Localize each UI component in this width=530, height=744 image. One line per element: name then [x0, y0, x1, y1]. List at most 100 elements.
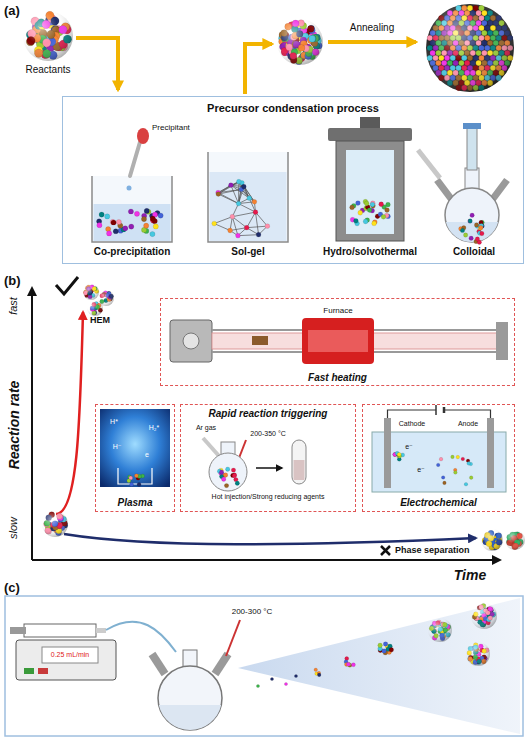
axis-title: Reaction rate	[7, 381, 22, 470]
sphere-shading	[42, 511, 68, 537]
particle-cluster	[459, 213, 485, 244]
part-label: Reactants	[25, 65, 70, 76]
particle	[353, 218, 358, 223]
particle	[478, 226, 482, 230]
flow-arrow	[328, 40, 416, 44]
particle	[265, 224, 270, 229]
dropper-bulb	[137, 128, 149, 144]
particle-cluster	[481, 529, 503, 551]
sample-boat	[252, 336, 268, 345]
particle-cluster	[42, 511, 68, 537]
particle	[113, 229, 118, 234]
method-label: Sol-gel	[231, 247, 264, 258]
thermometer	[226, 620, 240, 656]
gel-link	[242, 183, 254, 202]
particle	[224, 483, 228, 487]
particle	[383, 642, 388, 647]
method-label: Hydro/solvothermal	[323, 247, 417, 258]
solution	[94, 204, 171, 241]
gel-link	[247, 212, 256, 228]
particle	[236, 179, 241, 184]
particle	[363, 219, 368, 224]
box-title: Electrochemical	[400, 497, 477, 508]
particle-cluster	[471, 603, 497, 629]
particle-cluster	[428, 618, 452, 642]
particle	[150, 216, 155, 221]
temperature-label: 200-350 °C	[250, 430, 286, 437]
gel-link	[218, 182, 238, 194]
panel-letter: (c)	[4, 581, 20, 595]
particle	[219, 470, 223, 474]
sphere-shading	[481, 529, 503, 551]
particle	[284, 682, 287, 685]
species-label: e⁻	[417, 466, 425, 473]
box-title: Fast heating	[308, 372, 367, 383]
particle	[385, 208, 390, 213]
particle	[317, 673, 321, 677]
particle	[314, 668, 318, 672]
particle	[127, 479, 131, 483]
part-label: Ar gas	[196, 424, 216, 431]
particle	[144, 223, 149, 228]
flask-neck	[437, 180, 452, 200]
y-axis	[31, 288, 33, 560]
particle	[253, 210, 258, 215]
beaker	[92, 176, 172, 242]
gel-link	[247, 226, 268, 228]
x-axis	[32, 559, 500, 561]
sphere-shading	[466, 642, 490, 666]
fast-curve	[56, 312, 83, 514]
particle	[367, 208, 372, 213]
wire	[388, 410, 491, 418]
particle	[475, 237, 479, 241]
autoclave-body	[336, 141, 404, 241]
beaker	[118, 468, 152, 484]
beaker	[208, 152, 288, 242]
particle	[346, 662, 350, 666]
thermometer	[239, 440, 246, 458]
particle	[454, 471, 458, 475]
step-label: Annealing	[350, 23, 394, 34]
axis-title: Time	[454, 568, 486, 583]
flow-arrow	[245, 44, 272, 94]
particle-cluster	[83, 284, 99, 300]
flask-liquid	[159, 705, 221, 730]
annealed-sphere	[426, 4, 514, 92]
particle-cluster	[344, 657, 355, 668]
electrode-label: Anode	[458, 420, 478, 427]
box-title: Precursor condensation process	[207, 102, 379, 114]
feed-tube	[106, 622, 176, 652]
plasma-glow	[100, 409, 170, 487]
particle-layer	[23, 4, 525, 688]
particle	[468, 219, 472, 223]
particle	[351, 663, 355, 667]
particle	[270, 677, 273, 680]
particle	[223, 473, 227, 477]
particle	[456, 455, 460, 459]
axis-tick-label: slow	[8, 517, 20, 539]
species-label: e⁻	[405, 443, 413, 450]
particle	[441, 476, 445, 480]
particle-cluster	[466, 642, 490, 666]
particle	[230, 214, 235, 219]
battery-symbol	[443, 407, 446, 413]
species-label: H₂*	[149, 424, 160, 431]
particle	[256, 684, 259, 687]
flow-arrow	[76, 38, 118, 90]
gel-link	[232, 212, 255, 217]
particle	[141, 216, 146, 221]
particle	[235, 481, 239, 485]
particle	[229, 183, 234, 188]
tube-liquid	[294, 460, 305, 480]
particle	[228, 228, 233, 233]
particle-cluster	[378, 642, 394, 655]
gel-link	[232, 217, 246, 228]
gel-link	[231, 185, 239, 203]
gel-network	[212, 179, 270, 238]
particle	[225, 467, 229, 471]
particle	[464, 482, 468, 486]
method-label: Co-precipitation	[94, 247, 171, 258]
particle-cluster	[505, 530, 525, 550]
particle	[99, 212, 104, 217]
particle	[480, 231, 484, 235]
